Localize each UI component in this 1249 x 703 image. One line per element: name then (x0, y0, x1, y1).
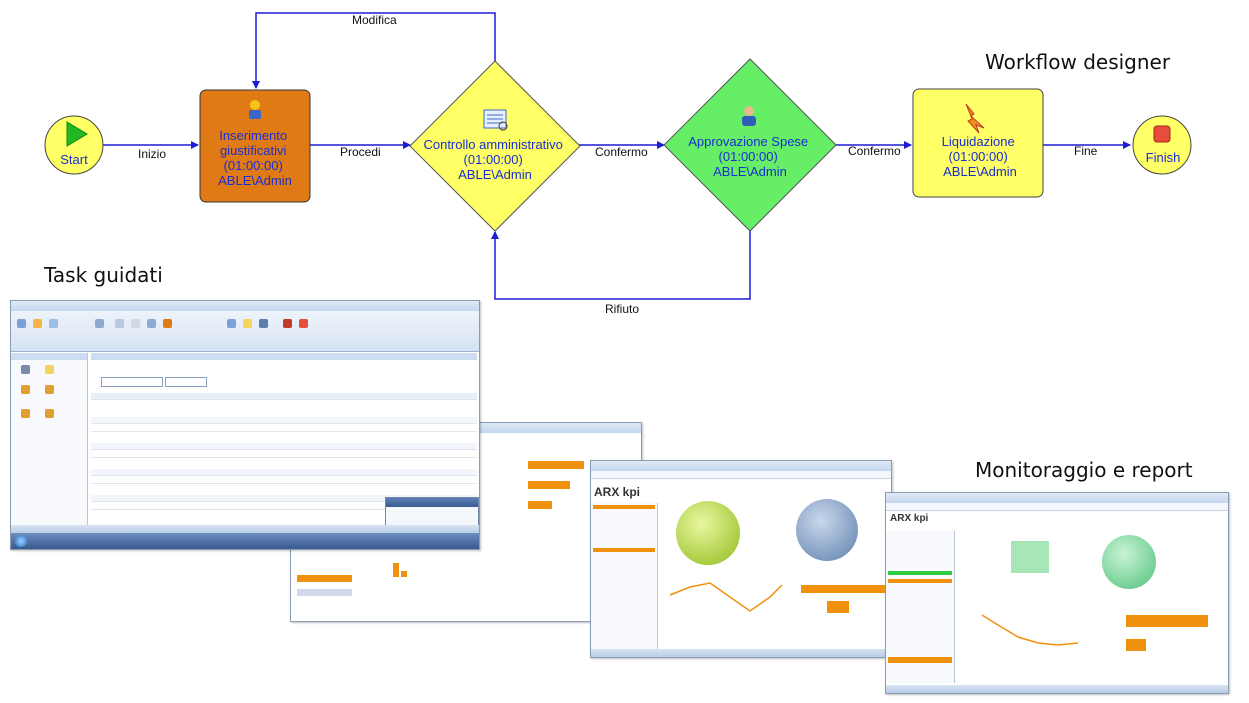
edge-label-confermo-1: Confermo (595, 145, 648, 159)
liquidazione-line-3: ABLE\Admin (943, 164, 1017, 179)
edge-label-procedi: Procedi (340, 145, 381, 159)
edge-modifica (252, 12, 496, 89)
kpi-status (591, 649, 891, 657)
ribbon-icon[interactable] (147, 319, 156, 328)
title-workflow-designer: Workflow designer (985, 50, 1171, 74)
grid-filter-select[interactable] (101, 377, 163, 387)
task-status (11, 525, 479, 533)
ribbon-icon[interactable] (131, 319, 140, 328)
worker-icon (249, 100, 261, 119)
monitor-bar-1 (1126, 615, 1208, 627)
ribbon-icon[interactable] (33, 319, 42, 328)
node-inserimento[interactable]: Inserimento giustificativi (01:00:00) AB… (199, 89, 311, 203)
liquidazione-line-2: (01:00:00) (949, 149, 1008, 164)
kpi-dashboard-screenshot: ARX kpi (590, 460, 892, 658)
title-monitoraggio: Monitoraggio e report (975, 458, 1193, 482)
lightning-icon (965, 103, 985, 134)
report-histogram (381, 563, 631, 583)
kpi-gauge-green (676, 501, 740, 565)
controllo-text: Controllo amministrativo (01:00:00) ABLE… (423, 137, 566, 182)
title-task-guidati: Task guidati (44, 263, 163, 287)
panel-icon[interactable] (45, 385, 54, 394)
edge-label-inizio: Inizio (138, 147, 166, 161)
monitor-bar-2 (1126, 639, 1146, 651)
monitor-green-bar (1011, 541, 1049, 573)
liquidazione-line-1: Liquidazione (942, 134, 1015, 149)
panel-icon[interactable] (21, 365, 30, 374)
approvazione-line-2: (01:00:00) (719, 149, 778, 164)
start-node[interactable]: Start (44, 115, 104, 175)
finish-label: Finish (1146, 150, 1181, 165)
task-grid (91, 353, 477, 539)
edge-label-modifica: Modifica (352, 13, 397, 27)
ribbon-icon[interactable] (227, 319, 236, 328)
windows-taskbar (11, 533, 479, 549)
node-approvazione[interactable]: Approvazione Spese (01:00:00) ABLE\Admin (663, 58, 837, 232)
workflow-diagram: Inizio Procedi Confermo Confermo Fine Mo… (44, 12, 1192, 316)
finish-node[interactable]: Finish (1132, 115, 1192, 175)
node-controllo[interactable]: Controllo amministrativo (01:00:00) ABLE… (409, 60, 581, 232)
task-window-screenshot (10, 300, 480, 550)
approvazione-line-3: ABLE\Admin (713, 164, 787, 179)
monitor-status (886, 685, 1228, 693)
start-button-icon[interactable] (15, 535, 27, 547)
panel-icon[interactable] (21, 385, 30, 394)
node-liquidazione[interactable]: Liquidazione (01:00:00) ABLE\Admin (912, 88, 1044, 198)
ribbon-icon[interactable] (259, 319, 268, 328)
report-bar-chart (486, 443, 636, 563)
monitor-screenshot: ARX kpi (885, 492, 1229, 694)
kpi-logo: ARX kpi (594, 485, 641, 499)
report-side-button[interactable] (297, 575, 352, 582)
controllo-line-3: ABLE\Admin (458, 167, 532, 182)
monitor-titlebar (886, 493, 1228, 503)
report-icon (483, 109, 508, 131)
ribbon-icon[interactable] (95, 319, 104, 328)
task-ribbon (11, 311, 479, 352)
ribbon-icon[interactable] (299, 319, 308, 328)
inserimento-line-1: Inserimento (219, 128, 287, 143)
kpi-menu (591, 471, 891, 479)
kpi-bar-1 (801, 585, 889, 593)
ribbon-icon[interactable] (115, 319, 124, 328)
stop-icon (1153, 125, 1171, 143)
grid-filter-button[interactable] (165, 377, 207, 387)
kpi-titlebar (591, 461, 891, 471)
play-icon (66, 121, 88, 147)
panel-icon[interactable] (45, 365, 54, 374)
monitor-gauge (1102, 535, 1156, 589)
liquidazione-text: Liquidazione (01:00:00) ABLE\Admin (942, 134, 1019, 179)
kpi-left-panel (591, 503, 658, 649)
task-titlebar (11, 301, 479, 311)
ribbon-icon[interactable] (17, 319, 26, 328)
approvazione-text: Approvazione Spese (01:00:00) ABLE\Admin (688, 134, 812, 179)
monitor-line-chart (981, 614, 1079, 646)
kpi-bar-2 (827, 601, 849, 613)
panel-icon[interactable] (45, 409, 54, 418)
controllo-line-2: (01:00:00) (464, 152, 523, 167)
ribbon-icon[interactable] (243, 319, 252, 328)
ribbon-icon[interactable] (163, 319, 172, 328)
monitor-menu (886, 503, 1228, 511)
inserimento-text: Inserimento giustificativi (01:00:00) AB… (218, 128, 292, 188)
inserimento-line-4: ABLE\Admin (218, 173, 292, 188)
edge-label-confermo-2: Confermo (848, 144, 901, 158)
ribbon-icon[interactable] (49, 319, 58, 328)
panel-icon[interactable] (21, 409, 30, 418)
kpi-line-chart (669, 582, 783, 612)
monitor-left-panel (886, 531, 955, 683)
user-icon (742, 106, 756, 126)
controllo-line-1: Controllo amministrativo (423, 137, 562, 152)
inserimento-line-2: giustificativi (220, 143, 287, 158)
edge-label-fine: Fine (1074, 144, 1098, 158)
approvazione-line-1: Approvazione Spese (688, 134, 808, 149)
inserimento-line-3: (01:00:00) (224, 158, 283, 173)
kpi-gauge-blue (796, 499, 858, 561)
edge-rifiuto (491, 230, 751, 300)
start-label: Start (60, 152, 88, 167)
edge-label-rifiuto: Rifiuto (605, 302, 639, 316)
report-side-button-2[interactable] (297, 589, 352, 596)
ribbon-icon[interactable] (283, 319, 292, 328)
task-left-panel (11, 353, 88, 539)
monitor-logo: ARX kpi (890, 513, 929, 524)
